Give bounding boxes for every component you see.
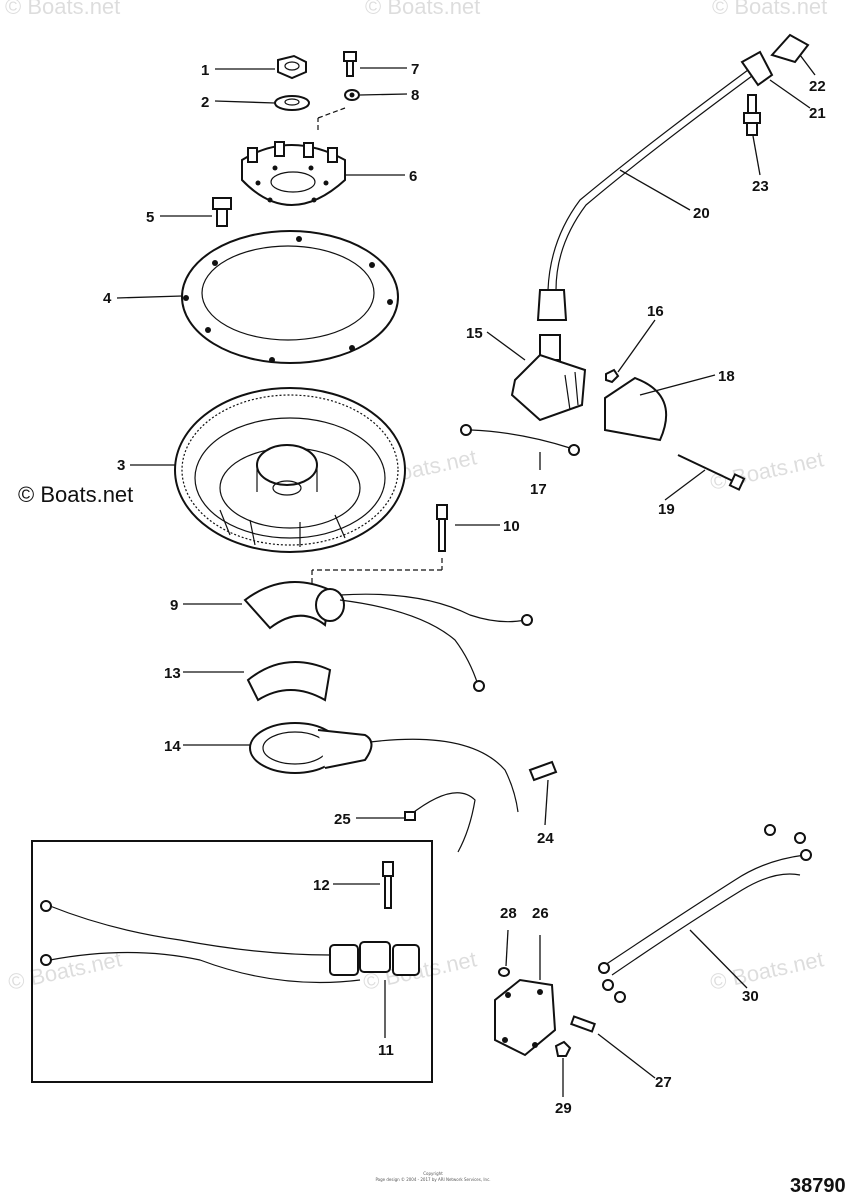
part-nut-29 [554, 1040, 572, 1057]
callout-30: 30 [742, 988, 759, 1005]
callout-10: 10 [503, 518, 520, 535]
part-coil-ring [249, 722, 519, 813]
part-bracket [246, 661, 332, 702]
part-small-washer [344, 89, 360, 101]
callout-29: 29 [555, 1100, 572, 1117]
part-wire-lead [404, 792, 476, 853]
callout-26: 26 [532, 905, 549, 922]
part-screw [343, 51, 357, 77]
callout-27: 27 [655, 1074, 672, 1091]
callout-16: 16 [647, 303, 664, 320]
copyright-line-2: Page design © 2004 - 2017 by ARI Network… [375, 1177, 490, 1182]
watermark-text: © Boats.net [5, 0, 120, 19]
watermark-text: © Boats.net [708, 946, 826, 994]
copyright-line-1: Copyright [423, 1171, 443, 1176]
callout-13: 13 [164, 665, 181, 682]
callout-7: 7 [411, 61, 419, 78]
watermark-text-strong: © Boats.net [18, 482, 133, 507]
part-clip [528, 760, 558, 782]
callout-28: 28 [500, 905, 517, 922]
part-long-bolt [677, 454, 746, 491]
watermark-text: © Boats.net [708, 446, 826, 494]
part-nut [277, 54, 307, 80]
callout-1: 1 [201, 62, 209, 79]
callout-2: 2 [201, 94, 209, 111]
part-small-washer-28 [498, 967, 510, 977]
callout-8: 8 [411, 87, 419, 104]
inset-box [31, 840, 433, 1083]
callout-24: 24 [537, 830, 554, 847]
callout-4: 4 [103, 290, 112, 307]
callout-18: 18 [718, 368, 735, 385]
callout-25: 25 [334, 811, 351, 828]
part-rectifier [494, 978, 557, 1057]
part-flywheel [174, 387, 406, 553]
callout-19: 19 [658, 501, 675, 518]
callout-21: 21 [809, 105, 826, 122]
leader-lines [116, 54, 816, 1097]
callout-labels: 1 2 3 4 5 6 7 8 9 10 11 12 13 14 15 16 1… [103, 61, 826, 1117]
part-cover [604, 376, 668, 442]
watermark-text: © Boats.net [6, 946, 124, 994]
callout-23: 23 [752, 178, 769, 195]
part-plug-wire [536, 50, 774, 321]
part-bolt [212, 197, 232, 227]
part-ring-plate [181, 230, 399, 364]
callout-5: 5 [146, 209, 154, 226]
watermark-text: © Boats.net [365, 0, 480, 19]
part-screw-27 [570, 1015, 596, 1033]
part-ground-wire [460, 424, 580, 456]
part-long-screw [311, 504, 448, 585]
callout-3: 3 [117, 457, 125, 474]
part-small-nut [605, 368, 620, 384]
callout-14: 14 [164, 738, 181, 755]
part-hub [241, 107, 346, 206]
callout-9: 9 [170, 597, 178, 614]
callout-6: 6 [409, 168, 417, 185]
callout-20: 20 [693, 205, 710, 222]
diagram-reference-number: 38790 [790, 1175, 846, 1197]
part-spark-plug [743, 94, 761, 136]
part-switch-box [510, 334, 587, 422]
watermark-text: © Boats.net [712, 0, 827, 19]
part-spark-boot [770, 33, 810, 64]
callout-15: 15 [466, 325, 483, 342]
callout-22: 22 [809, 78, 826, 95]
callout-11: 11 [378, 1042, 394, 1059]
part-harness [598, 824, 812, 1003]
callout-17: 17 [530, 481, 547, 498]
part-washer [274, 95, 310, 111]
part-trigger [243, 581, 533, 692]
callout-12: 12 [313, 877, 330, 894]
